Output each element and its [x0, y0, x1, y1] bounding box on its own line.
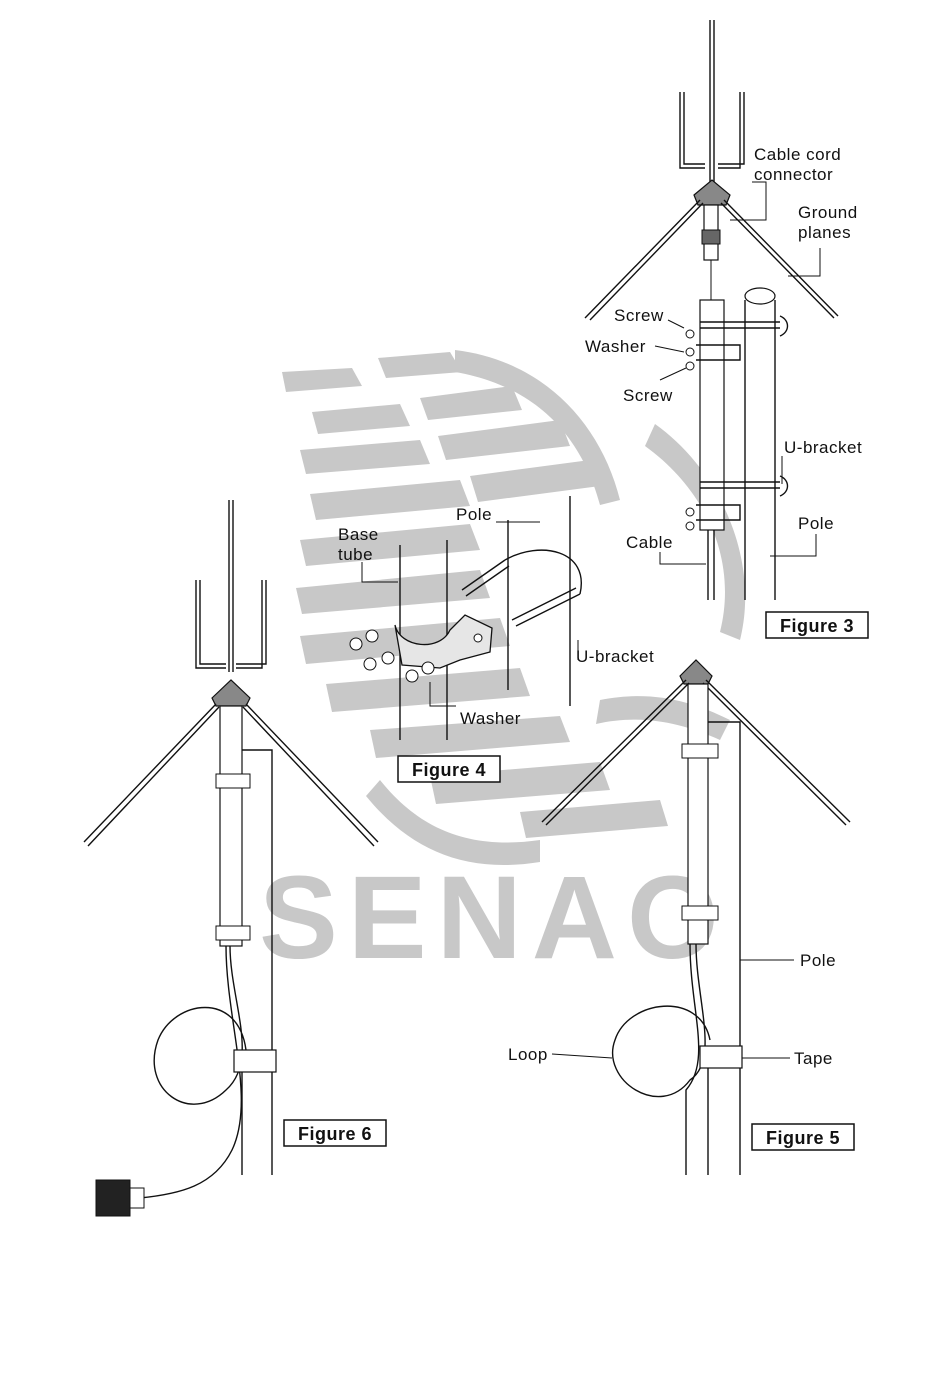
label-pole-fig4: Pole [456, 505, 492, 524]
label-washer-fig3: Washer [585, 337, 646, 356]
label-pole-fig5: Pole [800, 951, 836, 970]
label-screw-bottom: Screw [623, 386, 673, 405]
label-connector: connector [754, 165, 833, 184]
label-washer-fig4: Washer [460, 709, 521, 728]
figure-3-caption: Figure 3 [766, 612, 868, 638]
label-base: Base [338, 525, 379, 544]
label-screw-top: Screw [614, 306, 664, 325]
watermark-brand-text: SENAO [259, 852, 729, 984]
figure-6-caption: Figure 6 [284, 1120, 386, 1146]
svg-text:Figure 4: Figure 4 [412, 760, 486, 780]
svg-text:Figure 3: Figure 3 [780, 616, 854, 636]
label-planes: planes [798, 223, 851, 242]
svg-text:Figure 5: Figure 5 [766, 1128, 840, 1148]
label-cable-fig3: Cable [626, 533, 673, 552]
senao-watermark: SENAO [259, 350, 745, 984]
svg-text:Figure 6: Figure 6 [298, 1124, 372, 1144]
figure-5-caption: Figure 5 [752, 1124, 854, 1150]
label-cable-cord: Cable cord [754, 145, 841, 164]
label-tube: tube [338, 545, 373, 564]
watermark-globe-stripes [282, 350, 745, 865]
label-ground: Ground [798, 203, 858, 222]
label-tape: Tape [794, 1049, 833, 1068]
label-loop: Loop [508, 1045, 548, 1064]
figure-4-caption: Figure 4 [398, 756, 500, 782]
label-pole-fig3: Pole [798, 514, 834, 533]
label-u-bracket-fig4: U-bracket [576, 647, 654, 666]
label-u-bracket-fig3: U-bracket [784, 438, 862, 457]
